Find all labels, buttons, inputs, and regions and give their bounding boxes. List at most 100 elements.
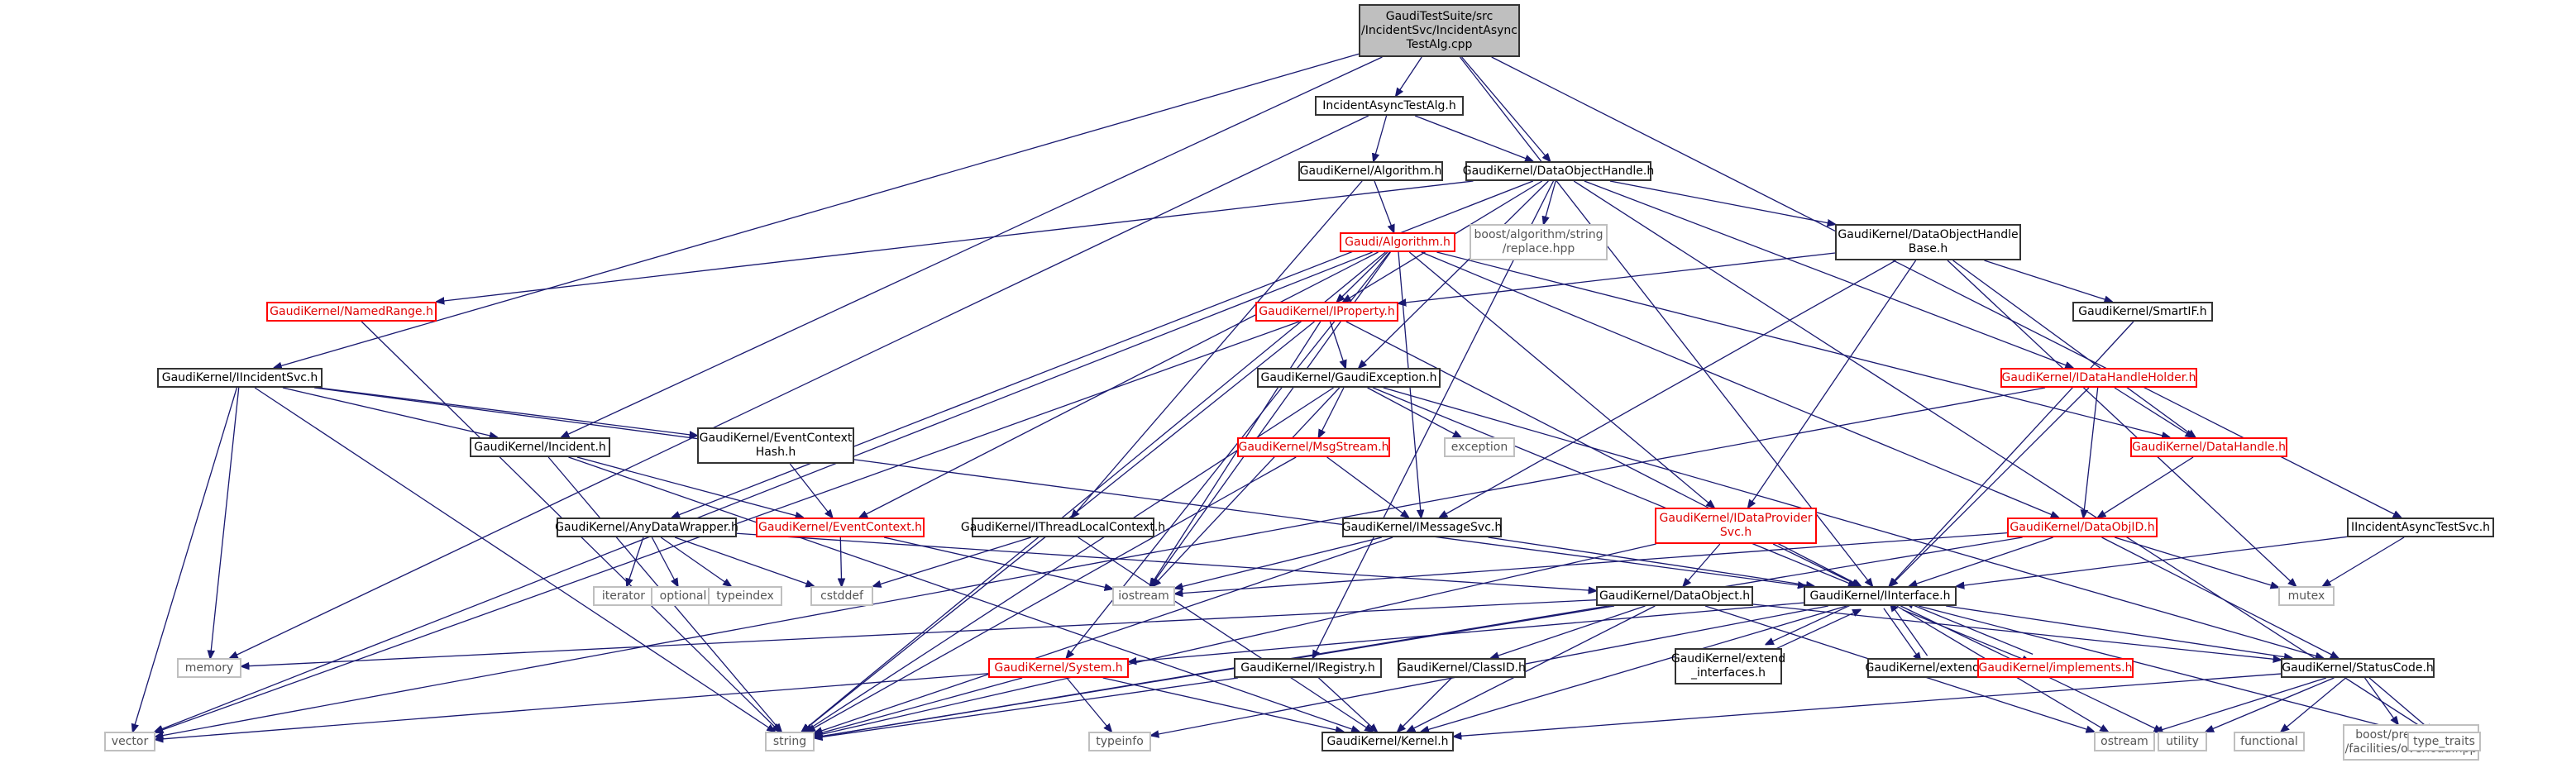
node-cstddef[interactable]: cstddef	[810, 586, 873, 606]
edge-root-to-doh	[1461, 56, 1551, 161]
edge-idhh-to-dataobjid	[2083, 387, 2099, 518]
edge-algh-to-galg	[1374, 180, 1393, 232]
node-extif[interactable]: GaudiKernel/extend _interfaces.h	[1671, 648, 1785, 685]
edge-dohbase-to-iprop	[1398, 252, 1836, 303]
node-extends[interactable]: GaudiKernel/extends.h	[1866, 658, 1996, 678]
node-ostream[interactable]: ostream	[2094, 732, 2155, 751]
edge-dataobjid-to-iinterface	[1909, 537, 2053, 586]
node-root: GaudiTestSuite/src /IncidentSvc/Incident…	[1359, 4, 1520, 57]
edge-iincsvc-to-memory	[210, 387, 240, 658]
node-exception[interactable]: exception	[1444, 437, 1515, 457]
edge-statuscode-to-kernel	[1454, 673, 2282, 737]
edge-imsgsvc-to-iinterface	[1488, 537, 1814, 586]
node-dataobject[interactable]: GaudiKernel/DataObject.h	[1596, 586, 1753, 606]
edge-iprop-to-iostream	[1150, 321, 1321, 586]
edge-iregistry-to-kernel	[1318, 677, 1377, 732]
edge-idhh-to-iinterface	[1890, 387, 2090, 586]
edge-gexc-to-iostream	[1153, 387, 1341, 586]
node-namedrange[interactable]: GaudiKernel/NamedRange.h	[266, 302, 437, 322]
edge-dataobject-to-memory	[241, 599, 1597, 666]
node-statuscode[interactable]: GaudiKernel/StatusCode.h	[2281, 658, 2435, 678]
edge-root-to-iincsvc	[274, 53, 1360, 368]
node-adw[interactable]: GaudiKernel/AnyDataWrapper.h	[555, 518, 738, 537]
edge-incident-to-evctx	[576, 456, 803, 518]
node-functional[interactable]: functional	[2234, 732, 2305, 751]
node-algh[interactable]: GaudiKernel/Algorithm.h	[1298, 161, 1443, 181]
edge-iinterface-to-typetraits	[1918, 605, 2407, 732]
edge-idps-to-dataobject	[1683, 543, 1721, 586]
node-optional[interactable]: optional	[651, 586, 715, 606]
node-iprop[interactable]: GaudiKernel/IProperty.h	[1255, 302, 1398, 322]
node-iostream[interactable]: iostream	[1112, 586, 1175, 606]
edge-iincsvc-to-vector	[133, 387, 237, 732]
edge-implements-to-iinterface	[1906, 602, 2034, 655]
node-vector[interactable]: vector	[104, 732, 155, 751]
edge-imsgsvc-to-string	[815, 537, 1393, 733]
edge-idps-to-iinterface	[1772, 543, 1860, 586]
node-ecth[interactable]: GaudiKernel/EventContext Hash.h	[697, 427, 854, 464]
edge-statuscode-to-functional	[2281, 677, 2346, 732]
edge-extif-to-iinterface	[1769, 610, 1861, 653]
node-evctx[interactable]: GaudiKernel/EventContext.h	[756, 518, 925, 537]
node-iatah[interactable]: IncidentAsyncTestAlg.h	[1315, 96, 1464, 116]
edge-gexc-to-statuscode	[1383, 387, 2324, 658]
node-utility[interactable]: utility	[2158, 732, 2207, 751]
node-iinterface[interactable]: GaudiKernel/IInterface.h	[1804, 586, 1957, 606]
edge-gexc-to-msgstream	[1319, 387, 1345, 437]
node-classid[interactable]: GaudiKernel/ClassID.h	[1398, 658, 1526, 678]
node-typetraits[interactable]: type_traits	[2407, 732, 2481, 751]
node-memory[interactable]: memory	[177, 658, 241, 678]
edge-dohbase-to-idps	[1748, 260, 1917, 508]
edge-iinterface-to-statuscode	[1946, 605, 2292, 658]
edge-imsgsvc-to-iostream	[1175, 537, 1383, 589]
edge-adw-to-iterator	[627, 537, 644, 586]
edge-doh-to-dohbase	[1609, 180, 1835, 224]
edge-algh-to-tlc	[1072, 180, 1363, 518]
edge-iincsvc-to-string	[254, 387, 775, 732]
node-iregistry[interactable]: GaudiKernel/IRegistry.h	[1234, 658, 1382, 678]
edge-iinterface-to-system	[1129, 602, 1804, 661]
edge-iatah-to-doh	[1414, 115, 1532, 161]
node-iiats[interactable]: IIncidentAsyncTestSvc.h	[2347, 518, 2494, 537]
edge-system-to-string	[815, 677, 1023, 735]
node-string[interactable]: string	[765, 732, 815, 751]
edge-dataobjid-to-iostream	[1175, 532, 2008, 594]
node-tlc[interactable]: GaudiKernel/IThreadLocalContext.h	[961, 518, 1165, 537]
node-system[interactable]: GaudiKernel/System.h	[988, 658, 1129, 678]
node-mutex[interactable]: mutex	[2278, 586, 2335, 606]
node-idhh[interactable]: GaudiKernel/IDataHandleHolder.h	[2000, 368, 2197, 388]
node-galg[interactable]: Gaudi/Algorithm.h	[1340, 232, 1455, 252]
edge-galg-to-datahandle	[1436, 251, 2169, 437]
node-dohbase[interactable]: GaudiKernel/DataObjectHandle Base.h	[1835, 224, 2021, 260]
edge-iatah-to-algh	[1374, 115, 1388, 161]
edge-dataobjid-to-mutex	[2114, 537, 2278, 588]
node-typeindex[interactable]: typeindex	[708, 586, 782, 606]
node-iterator[interactable]: iterator	[593, 586, 654, 606]
edge-doh-to-iregistry	[1313, 180, 1555, 658]
node-imsgsvc[interactable]: GaudiKernel/IMessageSvc.h	[1342, 518, 1502, 537]
node-idps[interactable]: GaudiKernel/IDataProvider Svc.h	[1655, 508, 1817, 544]
edge-iregistry-to-string	[815, 677, 1239, 738]
edge-doh-to-idhh	[1584, 180, 2073, 368]
node-iincsvc[interactable]: GaudiKernel/IIncidentSvc.h	[157, 368, 323, 388]
node-gexc[interactable]: GaudiKernel/GaudiException.h	[1257, 368, 1441, 388]
node-kernel[interactable]: GaudiKernel/Kernel.h	[1321, 732, 1454, 751]
edge-dataobject-to-classid	[1491, 605, 1646, 658]
node-doh[interactable]: GaudiKernel/DataObjectHandle.h	[1463, 161, 1654, 181]
node-typeinfo[interactable]: typeinfo	[1088, 732, 1151, 751]
edge-adw-to-cstddef	[674, 537, 814, 586]
node-dataobjid[interactable]: GaudiKernel/DataObjID.h	[2007, 518, 2158, 537]
node-smartif[interactable]: GaudiKernel/SmartIF.h	[2072, 302, 2213, 322]
node-datahandle[interactable]: GaudiKernel/DataHandle.h	[2130, 437, 2287, 457]
edge-idhh-to-datahandle	[2114, 387, 2193, 437]
edge-dataobject-to-kernel	[1407, 605, 1656, 732]
edge-classid-to-kernel	[1398, 677, 1452, 732]
edge-dohbase-to-mutex	[1947, 260, 2296, 586]
node-incident[interactable]: GaudiKernel/Incident.h	[470, 437, 610, 457]
edge-statuscode-to-utility	[2206, 677, 2335, 732]
node-msgstream[interactable]: GaudiKernel/MsgStream.h	[1237, 437, 1390, 457]
node-boost-replace[interactable]: boost/algorithm/string /replace.hpp	[1470, 224, 1608, 260]
node-implements[interactable]: GaudiKernel/implements.h	[1977, 658, 2134, 678]
edge-iatah-to-memory	[230, 115, 1369, 658]
